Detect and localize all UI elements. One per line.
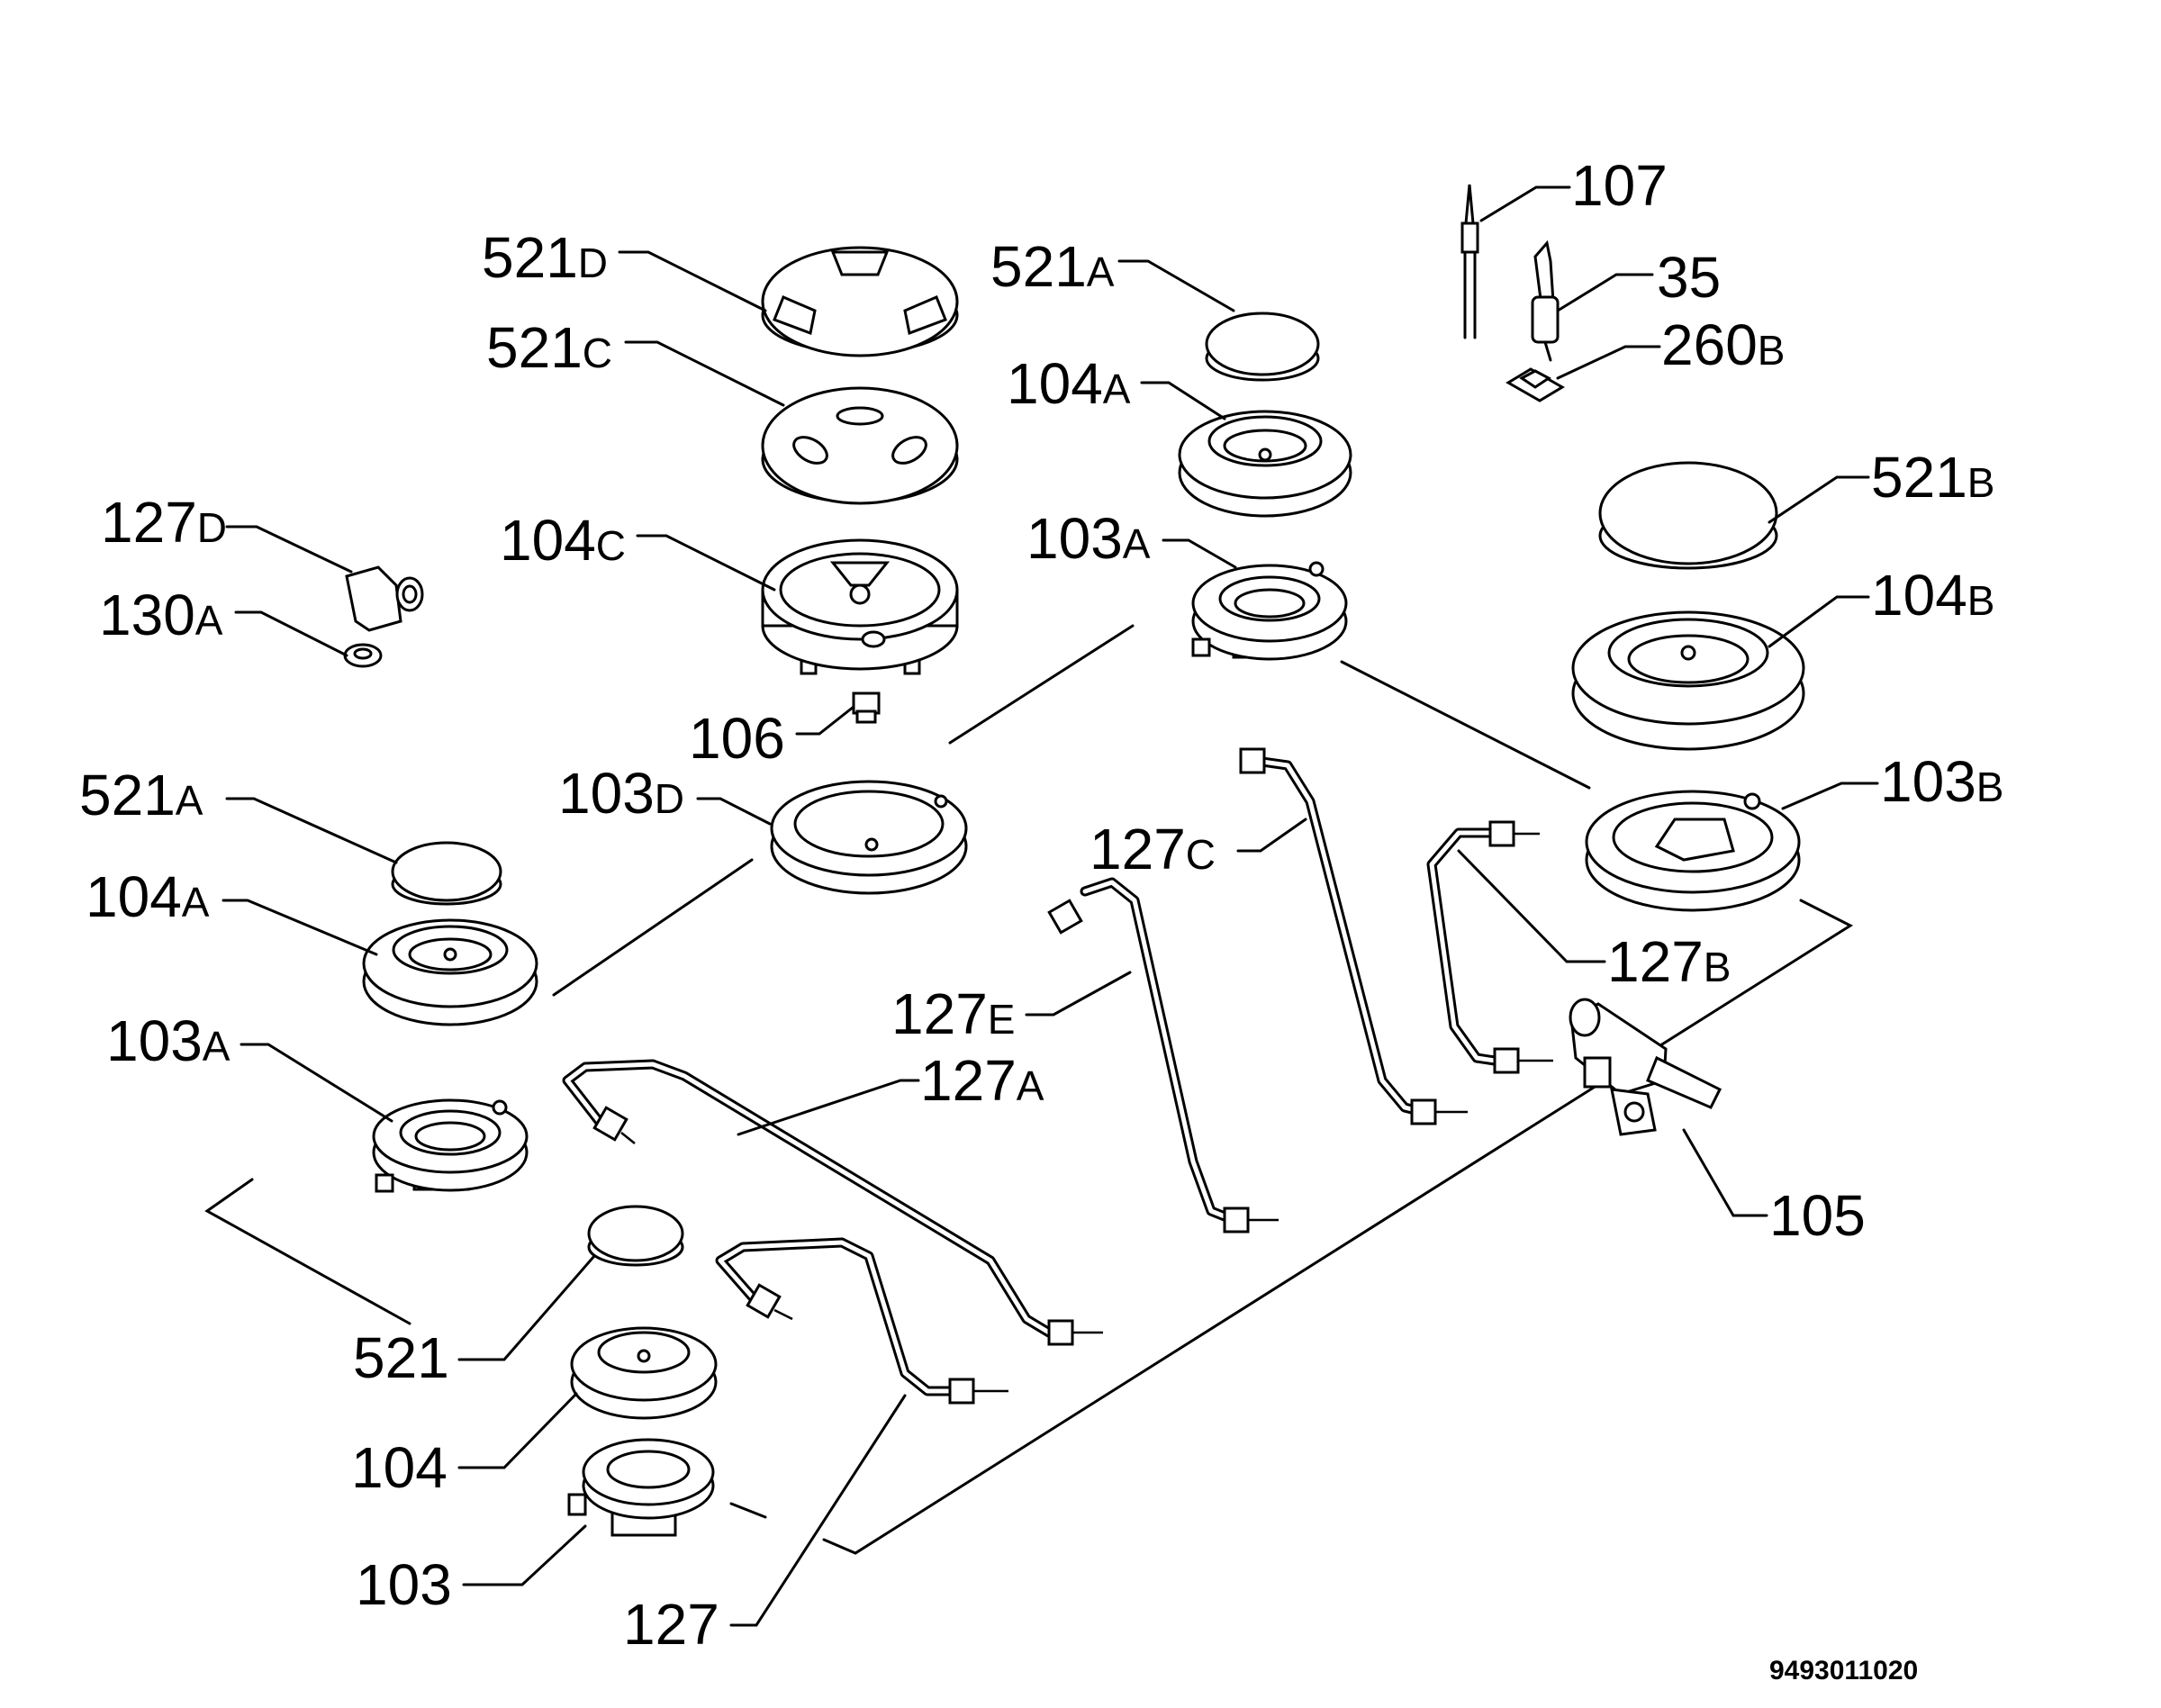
label-127d: 127D (101, 490, 227, 555)
burner-104 (570, 1326, 718, 1420)
leader-lines (222, 185, 1879, 1627)
burner-104c (761, 538, 959, 675)
clip-260b (1505, 367, 1565, 402)
burner-104b (1571, 610, 1805, 751)
label-107: 107 (1571, 153, 1668, 218)
injector-106 (852, 691, 881, 724)
label-521a-left: 521A (79, 763, 203, 827)
cap-521a-left (391, 841, 502, 906)
label-104a-top: 104A (1007, 351, 1131, 416)
burner-104a-top (1178, 410, 1352, 518)
label-103a-top: 103A (1026, 506, 1151, 571)
label-104: 104 (351, 1435, 448, 1500)
tube-127b (1426, 820, 1553, 1074)
label-521b: 521B (1871, 445, 1994, 510)
label-103d: 103D (558, 761, 684, 826)
cap-521d (761, 246, 959, 357)
elbow-127d (345, 565, 424, 632)
valve-105 (1569, 998, 1722, 1136)
tube-127 (715, 1237, 1008, 1405)
label-127: 127 (623, 1592, 719, 1657)
label-105: 105 (1769, 1183, 1866, 1248)
tube-127e (1047, 877, 1279, 1234)
label-103b: 103B (1880, 749, 2003, 814)
burner-104a-left (362, 918, 538, 1026)
label-127c: 127C (1090, 817, 1216, 881)
cup-103d (770, 780, 968, 895)
label-260b: 260B (1661, 312, 1785, 377)
cap-521b (1598, 461, 1778, 570)
label-127e: 127E (891, 981, 1015, 1046)
cap-521a-top (1205, 312, 1320, 382)
parts (343, 184, 1805, 1537)
gas-tubes (562, 747, 1553, 1405)
label-521a-top: 521A (990, 234, 1115, 299)
label-521c: 521C (486, 315, 612, 380)
tube-127c (1239, 747, 1468, 1125)
cap-521c (761, 386, 959, 505)
cup-103 (567, 1438, 715, 1537)
assembly-guide-lines (204, 624, 1854, 1555)
label-130a: 130A (99, 583, 223, 647)
cup-103a-left (372, 1098, 529, 1193)
label-104a-left: 104A (86, 864, 210, 929)
label-104c: 104C (500, 508, 626, 573)
label-521: 521 (353, 1325, 449, 1390)
part-labels: 521D 521C 104C 106 103D 127D 130A 521A 1… (79, 153, 2003, 1657)
cup-103a-top (1191, 561, 1348, 661)
label-103a-left: 103A (106, 1008, 231, 1073)
label-104b: 104B (1871, 563, 1994, 628)
label-127b: 127B (1607, 929, 1731, 994)
cup-103b (1585, 790, 1801, 912)
washer-130a (343, 643, 383, 668)
drawing-code: 9493011020 (1769, 1656, 1918, 1685)
electrode-35 (1531, 239, 1560, 362)
tube-127a (562, 1059, 1103, 1346)
label-35: 35 (1657, 245, 1721, 310)
label-106: 106 (689, 706, 785, 771)
label-127a: 127A (920, 1048, 1044, 1113)
thermocouple-107 (1460, 184, 1479, 339)
label-103: 103 (356, 1552, 452, 1617)
label-521d: 521D (482, 225, 608, 290)
cap-521 (587, 1205, 684, 1267)
